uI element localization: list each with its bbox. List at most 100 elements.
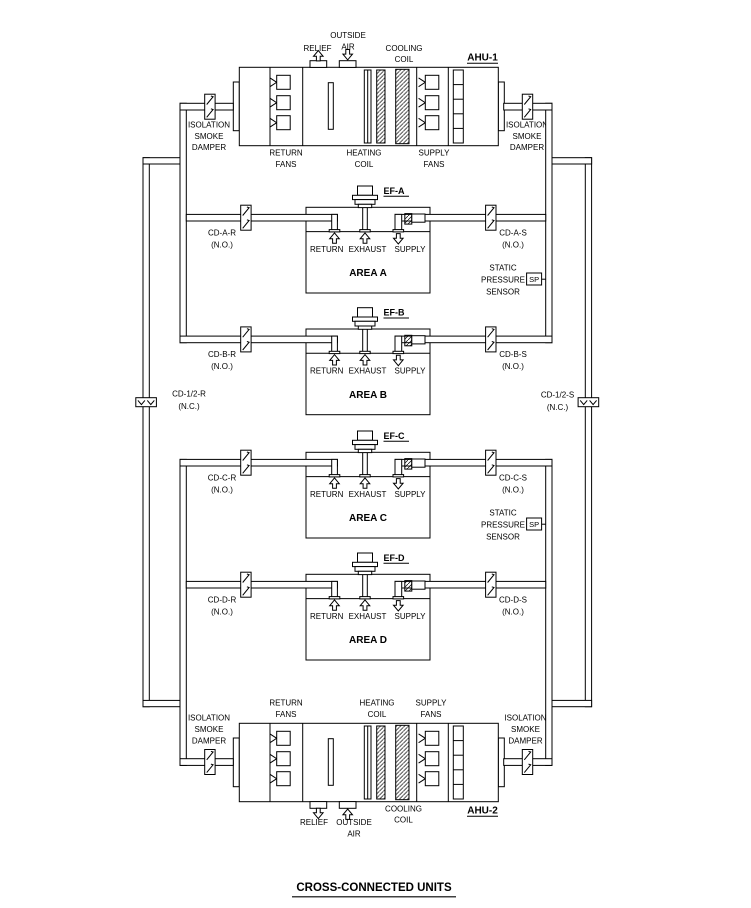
cd-d-r-tag: CD-D-R [208,595,237,604]
cd-d-s-state: (N.O.) [502,607,524,616]
cross-connect-damper-return [135,397,157,408]
sp1-tag: SP [529,275,539,284]
sp2-label: STATIC [489,508,516,517]
cd-c-s-state: (N.O.) [502,485,524,494]
sp2-label3: SENSOR [486,532,520,541]
area-b-name: AREA B [349,390,387,401]
diagram-title-group: CROSS-CONNECTED UNITS [292,882,456,898]
cd-c-r-tag: CD-C-R [208,473,237,482]
area-a-supply-label: SUPPLY [395,245,427,254]
ahu-2-return-fans-label: RETURN [269,699,303,708]
area-c-supply-connector [411,458,426,468]
area-b-zone: EF-B RETURN EXHAUST SUPPLY AREA B CD-B-R… [179,307,553,416]
sp2-box [526,517,543,531]
area-a-supply-coil [404,213,413,225]
ahu-1-return-fans-label: RETURN [269,149,303,158]
diagram-title: CROSS-CONNECTED UNITS [296,882,452,894]
ahu-1-cooling-coil-label2: COIL [395,55,414,64]
ahu-2-casing [233,723,504,801]
cross-damper-return-tag: CD-1/2-R [172,390,206,399]
damper-cd-b-r [240,326,252,353]
duct-return-riser-top [179,102,187,344]
area-c-exhaust-label: EXHAUST [349,490,387,499]
cd-a-s-state: (N.O.) [502,240,524,249]
isolation-smoke-damper-ahu1-left [204,93,216,120]
ahu-1-relief-label: RELIEF [303,44,331,53]
area-d-return-grille [328,596,341,600]
duct-stub-right-top [551,157,593,165]
area-a-supply-drop [394,213,403,231]
area-c-exhaust-duct [362,450,368,476]
area-b-return-label: RETURN [310,367,344,376]
area-d-exhaust-label: EXHAUST [349,612,387,621]
area-c-supply-coil [404,458,413,470]
ahu-1-iso-damper-left-label2: SMOKE [195,132,224,141]
area-d-return-drop [331,580,338,598]
area-b-supply-drop [394,335,403,353]
area-a-exhaust-grille [359,229,371,233]
ahu-2-iso-damper-left-label3: DAMPER [192,736,226,745]
cross-connect-damper-supply [577,397,600,408]
area-c-supply-diffuser [392,474,405,478]
area-a-supply-connector [411,213,426,223]
area-d-supply-drop [394,580,403,598]
damper-cd-a-r [240,204,252,231]
area-d-zone: EF-D RETURN EXHAUST SUPPLY AREA D CD-D-R… [185,552,547,661]
area-a-zone: EF-A RETURN EXHAUST SUPPLY AREA A CD-A-R… [185,185,547,294]
cross-damper-return-state: (N.C.) [178,402,200,411]
cd-c-s-tag: CD-C-S [499,473,527,482]
damper-cd-d-r [240,571,252,598]
ahu-1-iso-damper-right-label3: DAMPER [510,143,544,152]
ahu-1-outside-air-label: OUTSIDE [330,31,366,40]
static-pressure-sensor-1: SP STATIC PRESSURE SENSOR [481,263,546,296]
sp1-label2: PRESSURE [481,275,525,284]
ahu-1-supply-fans-label: SUPPLY [419,149,451,158]
isolation-smoke-damper-ahu2-left [204,749,216,775]
ahu-1-outside-air-opening [338,60,357,68]
ahu-2-iso-damper-left-label2: SMOKE [195,725,224,734]
area-d-exhaust-duct [362,572,368,598]
sp1-label3: SENSOR [486,287,520,296]
area-a-return-grille [328,229,341,233]
duct-stub-right-bottom [551,699,593,708]
area-c-return-label: RETURN [310,490,344,499]
ahu-2-iso-damper-right-label3: DAMPER [508,736,542,745]
area-b-supply-diffuser [392,350,405,355]
isolation-smoke-damper-ahu1-right [521,93,534,120]
cd-b-r-tag: CD-B-R [208,350,236,359]
cd-b-s-state: (N.O.) [502,362,524,371]
exhaust-fan-ef-d-icon [352,552,378,576]
cd-a-r-tag: CD-A-R [208,228,236,237]
area-c-exhaust-grille [359,474,371,478]
sp2-label2: PRESSURE [481,520,525,529]
exhaust-fan-ef-b-icon [352,307,378,330]
area-b-supply-connector [411,335,426,345]
cd-a-r-state: (N.O.) [211,240,233,249]
cd-b-s-tag: CD-B-S [499,350,527,359]
ahu-2-cooling-coil-label: COOLING [385,805,422,814]
cd-d-r-state: (N.O.) [211,607,233,616]
ahu-1-outside-air-label2: AIR [341,43,355,52]
isolation-smoke-damper-ahu2-right [521,749,534,775]
ahu-2-outside-air-label2: AIR [347,830,361,839]
ahu-2-supply-fans-label: SUPPLY [416,699,448,708]
sp1-box [526,272,543,286]
damper-cd-c-s [485,449,497,476]
area-c-return-branch-duct [179,458,338,467]
ef-d-tag: EF-D [384,553,405,563]
duct-stub-left-top [142,157,181,165]
ahu-1-return-fans-label2: FANS [276,160,297,169]
area-d-return-branch-duct [185,580,338,589]
exhaust-fan-ef-c-icon [352,430,378,454]
area-b-return-grille [328,350,341,355]
duct-stub-left-bottom [142,699,181,708]
ahu-2-iso-damper-left-label: ISOLATION [188,714,230,723]
ahu-2-relief-label: RELIEF [300,818,328,827]
ahu-2-unit: RETURN FANS HEATING COIL SUPPLY FANS ISO… [188,699,547,839]
ahu-2-supply-fans-label2: FANS [421,710,442,719]
area-d-return-label: RETURN [310,612,344,621]
area-a-exhaust-label: EXHAUST [349,245,387,254]
ef-b-tag: EF-B [384,308,405,318]
